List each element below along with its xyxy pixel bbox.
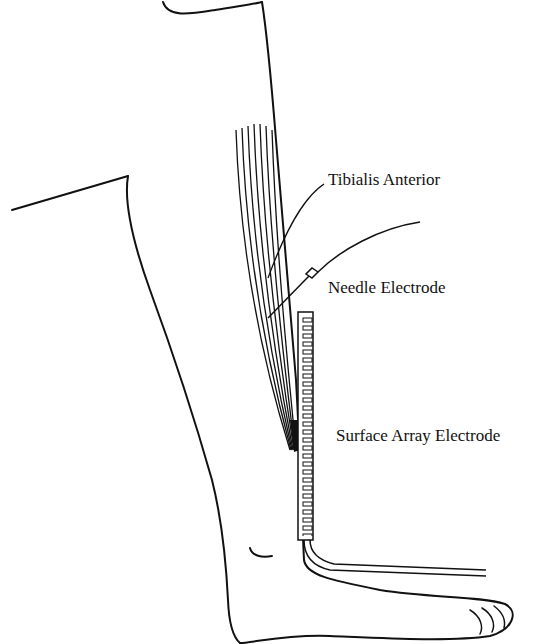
other-leg-outline	[12, 176, 128, 210]
toe-lines	[470, 606, 505, 634]
needle-electrode	[268, 222, 420, 318]
surface-array	[298, 312, 313, 540]
calf-outline	[127, 176, 240, 643]
muscle-fibres	[236, 124, 296, 450]
ankle-mark	[250, 548, 272, 557]
muscle-label: Tibialis Anterior	[326, 170, 442, 190]
knee-outline	[163, 2, 262, 14]
leader-line	[268, 184, 324, 278]
cable	[304, 540, 486, 576]
electrode-label: Surface Array Electrode	[334, 426, 502, 446]
electrode-label: Needle Electrode	[326, 278, 448, 298]
shin-outline	[240, 2, 513, 643]
